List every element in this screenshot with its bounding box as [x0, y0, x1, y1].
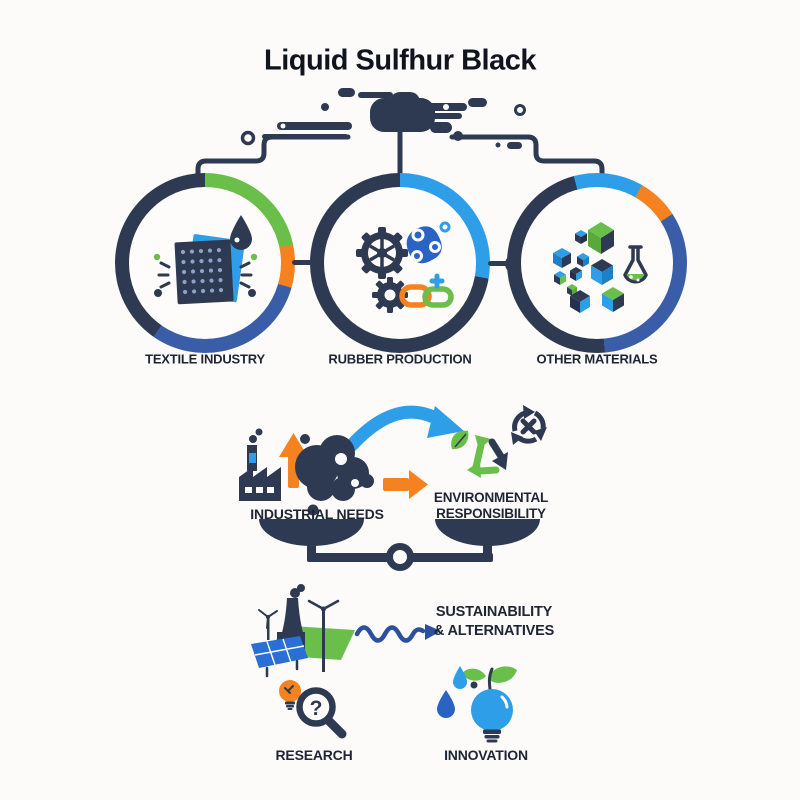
large-gear-icon	[356, 227, 408, 279]
renewable-energy-icon	[251, 584, 355, 678]
textile-industry-ring	[115, 173, 295, 353]
dark-accent-dot	[248, 289, 256, 297]
textile-industry-label: TEXTILE INDUSTRY	[145, 351, 265, 367]
cubes-flask-icon	[553, 222, 648, 313]
circle-connector-line	[488, 261, 508, 266]
balance-scale-scene	[239, 405, 547, 571]
research-label: RESEARCH	[275, 747, 353, 763]
material-cubes	[553, 222, 624, 313]
sustainability-alternatives-label: SUSTAINABILITY & ALTERNATIVES	[433, 604, 555, 639]
liquid-blob-icon	[295, 434, 374, 516]
balance-scale-icon	[259, 519, 540, 571]
question-mark-glyph: ?	[310, 697, 323, 720]
circular-arrows-icon	[511, 405, 547, 445]
leaves-icon	[462, 666, 517, 691]
industrial-needs-label: INDUSTRIAL NEEDS	[250, 506, 384, 522]
circle-connector-line	[292, 260, 316, 265]
polymer-molecule-icon	[406, 221, 451, 264]
splash-hole	[280, 123, 286, 129]
dark-accent-dot	[154, 289, 162, 297]
dark-fabric-swatch	[174, 239, 234, 305]
recycle-leaf-icon	[451, 430, 508, 478]
orange-bulb-icon	[279, 680, 301, 710]
blue-bulb-icon	[471, 689, 513, 743]
green-accent-dot	[250, 253, 258, 261]
wind-turbine-icon	[307, 599, 340, 672]
gears-polymer-chain-icon	[356, 221, 454, 313]
chain-links-icon	[399, 273, 454, 308]
wind-turbine-icon	[258, 609, 278, 640]
large-water-drop-icon	[437, 690, 455, 718]
rubber-production-label: RUBBER PRODUCTION	[328, 351, 472, 367]
magnifier-icon: ?	[296, 687, 347, 739]
sparkle-lines	[157, 261, 253, 289]
other-materials-label: OTHER MATERIALS	[536, 351, 658, 367]
water-drop-icon	[230, 215, 252, 250]
curved-arrow-icon	[345, 405, 464, 452]
green-accent-dot	[153, 253, 161, 261]
factory-icon	[239, 428, 281, 501]
ink-splash-icon	[262, 88, 522, 149]
wavy-arrow-icon	[354, 624, 441, 643]
splash-hole	[443, 104, 449, 110]
ink-splash-rings	[240, 104, 526, 146]
environmental-responsibility-label: ENVIRONMENTAL RESPONSIBILITY	[433, 490, 549, 521]
solar-panel-icon	[251, 636, 308, 678]
rubber-production-ring	[310, 173, 490, 353]
small-water-drop-icon	[453, 666, 467, 689]
innovation-label: INNOVATION	[444, 747, 528, 763]
fabric-swatch-water-drop-icon	[153, 215, 258, 305]
flask-icon	[623, 245, 648, 284]
right-arrow-icon	[383, 470, 428, 499]
drops-eco-bulb-icon	[437, 666, 517, 743]
page-title: Liquid Sulfhur Black	[264, 44, 536, 77]
bulb-magnifier-icon: ?	[279, 680, 347, 739]
